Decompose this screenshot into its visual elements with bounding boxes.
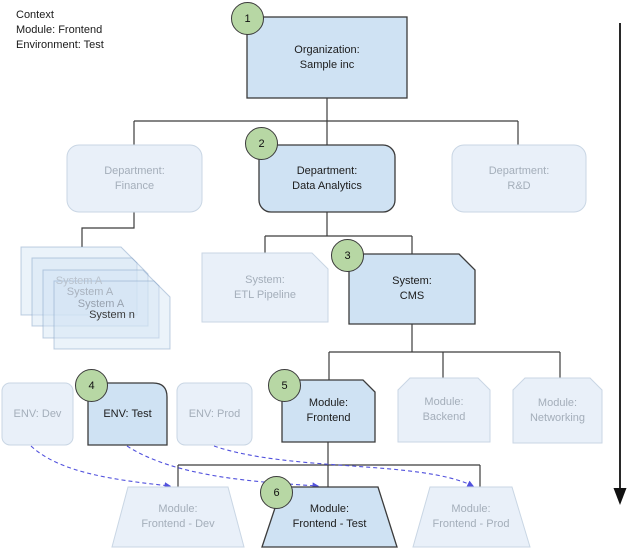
- module-backend-node[interactable]: [397, 377, 491, 443]
- step-badge-5[interactable]: 5: [268, 369, 301, 402]
- edge-frontend-to-env-modules[interactable]: [177, 442, 481, 487]
- dashed-edge-envprod-to-frontendprod[interactable]: [213, 445, 474, 487]
- module-networking-node[interactable]: [512, 377, 603, 444]
- env-test-node[interactable]: [87, 382, 168, 446]
- dashed-edge-envdev-to-frontenddev[interactable]: [30, 445, 172, 489]
- module-frontend-prod-node[interactable]: [412, 486, 531, 548]
- flow-direction-arrow[interactable]: [613, 23, 627, 505]
- edge-org-to-departments[interactable]: [133, 98, 519, 145]
- context-module: Module: Frontend: [16, 24, 103, 36]
- sys-etl-node[interactable]: [201, 252, 329, 323]
- step-badge-6[interactable]: 6: [260, 476, 293, 509]
- context-title: Context: [16, 9, 54, 21]
- module-frontend-dev-node[interactable]: [111, 486, 245, 548]
- dept-data-analytics-node[interactable]: [258, 144, 396, 213]
- dashed-edge-envtest-to-frontendtest[interactable]: [126, 445, 320, 489]
- edge-finance-to-system-stack[interactable]: [81, 212, 135, 247]
- sys-cms-node[interactable]: [348, 253, 476, 325]
- dept-finance-node[interactable]: [66, 144, 203, 213]
- env-dev-node[interactable]: [1, 382, 74, 446]
- dept-rnd-node[interactable]: [451, 144, 587, 213]
- edge-cms-to-modules[interactable]: [328, 324, 561, 380]
- env-prod-node[interactable]: [176, 382, 253, 446]
- edge-dataanalytics-to-systems[interactable]: [264, 212, 413, 254]
- step-badge-4[interactable]: 4: [75, 369, 108, 402]
- module-frontend-test-node[interactable]: [261, 486, 398, 548]
- step-badge-1[interactable]: 1: [231, 2, 264, 35]
- system-stack-node[interactable]: [20, 246, 171, 350]
- context-note: Context Module: Frontend Environment: Te…: [16, 8, 236, 53]
- step-badge-2[interactable]: 2: [245, 127, 278, 160]
- context-environment: Environment: Test: [16, 39, 104, 51]
- step-badge-3[interactable]: 3: [331, 239, 364, 272]
- organization-node[interactable]: [246, 16, 408, 99]
